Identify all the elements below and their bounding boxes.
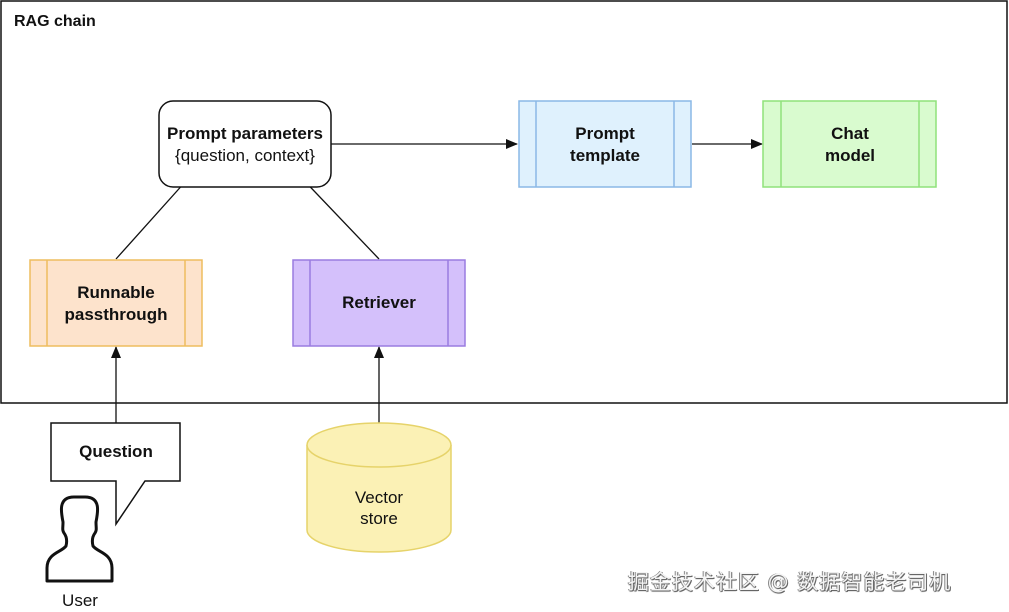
chat-model-label-1: Chat [831, 124, 869, 143]
question-label: Question [79, 442, 153, 461]
node-vector-store[interactable]: Vector store [306, 422, 452, 553]
vector-store-label-2: store [360, 509, 398, 528]
node-retriever[interactable]: Retriever [292, 259, 466, 347]
watermark: 掘金技术社区 @ 数据智能老司机 [628, 570, 952, 594]
node-prompt-parameters[interactable]: Prompt parameters {question, context} [158, 100, 332, 188]
prompt-template-label-2: template [570, 146, 640, 165]
prompt-parameters-sublabel: {question, context} [175, 146, 315, 165]
retriever-label: Retriever [342, 293, 416, 312]
prompt-parameters-label: Prompt parameters [167, 124, 323, 143]
node-runnable-passthrough[interactable]: Runnable passthrough [29, 259, 203, 347]
user-label: User [62, 591, 98, 610]
node-chat-model[interactable]: Chat model [762, 100, 937, 188]
chat-model-label-2: model [825, 146, 875, 165]
node-question[interactable]: Question [50, 422, 181, 527]
speech-bubble [50, 422, 181, 527]
prompt-template-label-1: Prompt [575, 124, 635, 143]
vector-store-label-1: Vector [355, 488, 404, 507]
user-icon [45, 495, 114, 583]
node-prompt-template[interactable]: Prompt template [518, 100, 692, 188]
rag-chain-title: RAG chain [14, 13, 96, 30]
runnable-passthrough-label-2: passthrough [65, 305, 168, 324]
edges [111, 139, 763, 424]
runnable-passthrough-label-1: Runnable [77, 283, 154, 302]
